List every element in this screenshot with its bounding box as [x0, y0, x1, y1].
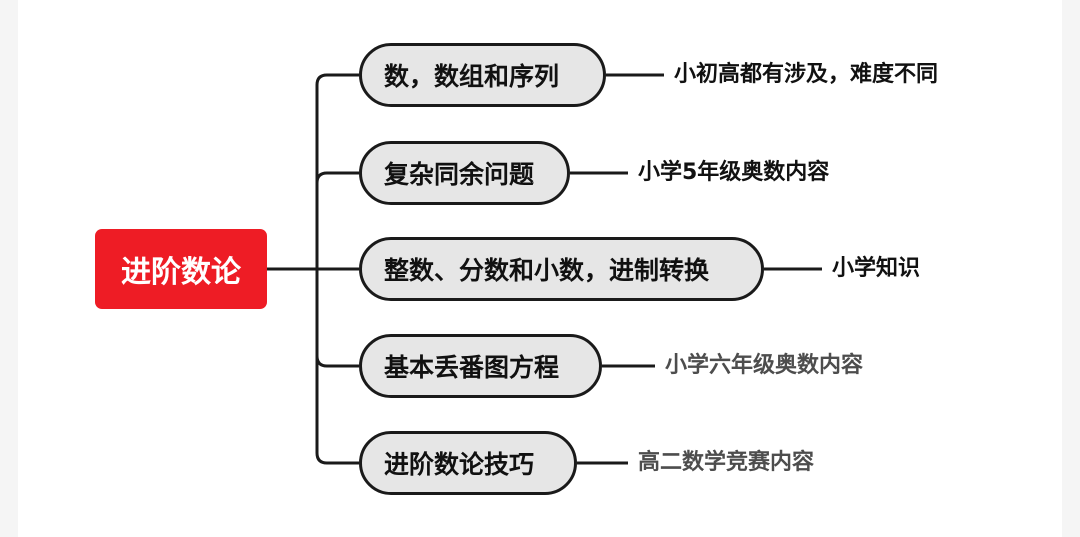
root-node[interactable]: 进阶数论	[95, 229, 267, 309]
root-label: 进阶数论	[121, 255, 241, 290]
topic-note: 小学5年级奥数内容	[638, 160, 830, 185]
topic-node[interactable]: 整数、分数和小数，进制转换	[359, 237, 764, 301]
topic-note: 高二数学竞赛内容	[638, 450, 815, 475]
topic-note: 小学知识	[832, 256, 921, 281]
topic-node[interactable]: 复杂同余问题	[359, 141, 570, 205]
topic-note: 小学六年级奥数内容	[665, 353, 864, 378]
topic-note: 小初高都有涉及，难度不同	[674, 62, 939, 87]
branch-line	[315, 171, 359, 184]
topic-node[interactable]: 进阶数论技巧	[359, 431, 577, 495]
topic-label: 整数、分数和小数，进制转换	[384, 256, 710, 285]
topic-node[interactable]: 基本丢番图方程	[359, 334, 602, 398]
topic-label: 进阶数论技巧	[384, 450, 535, 479]
topic-label: 基本丢番图方程	[384, 353, 560, 382]
topic-node[interactable]: 数，数组和序列	[359, 43, 606, 107]
topic-label: 数，数组和序列	[384, 62, 560, 91]
branch-line	[315, 355, 359, 368]
topic-label: 复杂同余问题	[384, 160, 535, 189]
